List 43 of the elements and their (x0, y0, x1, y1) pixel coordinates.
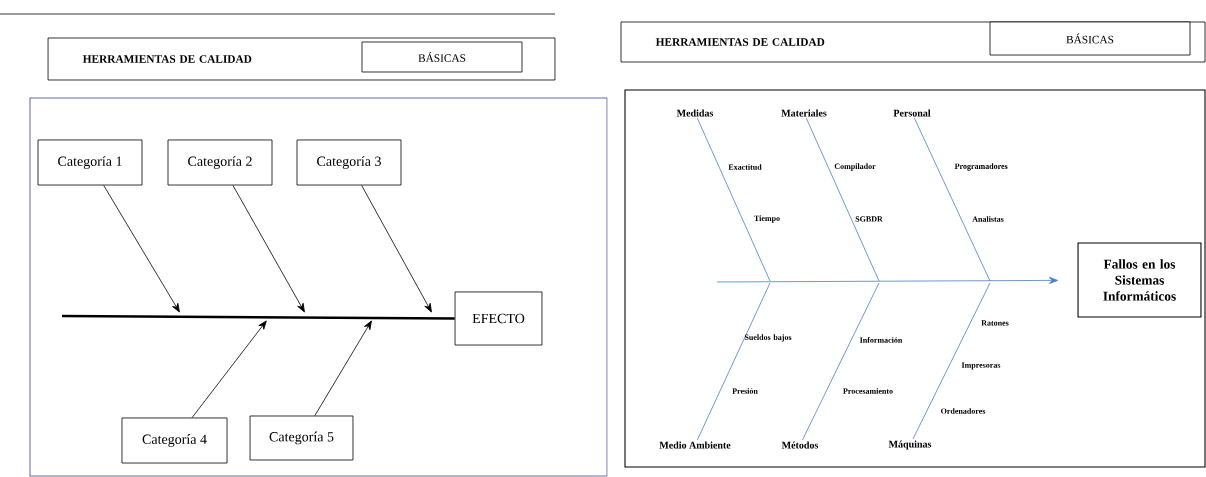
category-label: Medidas (676, 109, 714, 117)
panel-frame (624, 89, 1206, 468)
arrow (314, 320, 372, 416)
category-label: Personal (893, 109, 931, 117)
bone-line (912, 282, 991, 440)
cause-label: Presión (732, 388, 758, 394)
cause-label: Sueldos bajos (744, 334, 792, 342)
text-box: BÁSICAS (989, 21, 1191, 56)
arrow (232, 185, 305, 313)
cause-label: Información (859, 337, 903, 343)
panel-frame (29, 97, 608, 477)
text-box: BÁSICAS (361, 41, 523, 73)
cause-label: SGBDR (855, 216, 883, 222)
text-box: Categoría 3 (296, 139, 402, 186)
category-label: Métodos (781, 441, 819, 449)
cause-label: Analistas (972, 216, 1004, 222)
arrow (103, 185, 180, 313)
arrow (361, 185, 432, 313)
cause-label: Programadores (954, 163, 1008, 171)
bone-line (696, 117, 771, 282)
bone-line (805, 117, 880, 282)
text-box: Categoría 4 (121, 417, 228, 464)
text-box: EFECTO (454, 291, 543, 346)
bone-line (696, 282, 771, 441)
cause-label: Exactitud (728, 164, 762, 170)
spine-line (62, 314, 455, 320)
text-box: Categoría 5 (249, 415, 354, 461)
cause-label: Compilador (834, 163, 876, 171)
cause-label: Tiempo (754, 215, 780, 223)
text-box: Categoría 2 (167, 139, 273, 186)
bone-line (802, 282, 880, 441)
category-label: Máquinas (888, 440, 932, 450)
effect-box: Fallos en los Sistemas Informáticos (1077, 242, 1202, 318)
category-label: Materiales (781, 109, 827, 117)
text-box: Categoría 1 (37, 139, 143, 186)
arrow (191, 320, 267, 418)
cause-label: Procesamiento (843, 388, 893, 394)
cause-label: Ordenadores (941, 408, 986, 414)
bone-line (914, 117, 991, 282)
category-label: Medio Ambiente (659, 441, 731, 449)
cause-label: Impresoras (961, 362, 1001, 370)
arrow (716, 276, 1059, 284)
cause-label: Ratones (981, 320, 1009, 326)
